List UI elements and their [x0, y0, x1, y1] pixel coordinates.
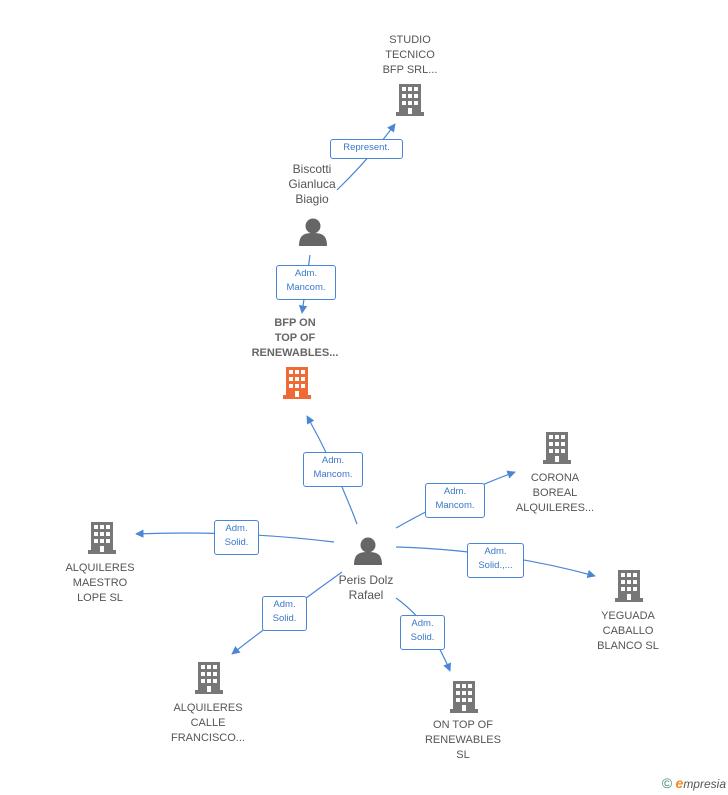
building-icon[interactable] [88, 522, 116, 554]
building-icon[interactable] [283, 367, 311, 399]
node-bfp-on-top[interactable]: BFP ON TOP OF RENEWABLES... [235, 316, 355, 361]
edge-label-adm-mancom[interactable]: Adm. Mancom. [425, 483, 485, 518]
edge-label-adm-mancom[interactable]: Adm. Mancom. [303, 452, 363, 487]
node-studio-tecnico[interactable]: STUDIO TECNICO BFP SRL... [361, 33, 459, 78]
building-icon[interactable] [543, 432, 571, 464]
node-label: CORONA BOREAL ALQUILERES... [515, 472, 595, 514]
building-icon[interactable] [450, 681, 478, 713]
node-peris-dolz[interactable]: Peris Dolz Rafael [316, 573, 416, 603]
node-label: Peris Dolz Rafael [338, 573, 394, 602]
building-icon[interactable] [396, 84, 424, 116]
edge-label-adm-solid[interactable]: Adm. Solid.,... [467, 543, 524, 578]
node-label: Biscotti Gianluca Biagio [288, 162, 336, 206]
node-label: ALQUILERES CALLE FRANCISCO... [171, 702, 245, 744]
person-icon[interactable] [354, 537, 382, 566]
building-icon[interactable] [615, 570, 643, 602]
node-alquileres-calle[interactable]: ALQUILERES CALLE FRANCISCO... [158, 701, 258, 746]
node-biscotti-gianluca[interactable]: Biscotti Gianluca Biagio [262, 162, 362, 207]
copyright-icon: © [661, 775, 673, 791]
edge-label-adm-solid[interactable]: Adm. Solid. [214, 520, 259, 555]
node-label: ALQUILERES MAESTRO LOPE SL [65, 562, 135, 604]
empresia-logo[interactable]: empresia [675, 775, 726, 791]
edge-label-adm-solid[interactable]: Adm. Solid. [262, 596, 307, 631]
edge-label-adm-mancom[interactable]: Adm. Mancom. [276, 265, 336, 300]
node-yeguada-caballo[interactable]: YEGUADA CABALLO BLANCO SL [578, 609, 678, 654]
node-alquileres-maestro[interactable]: ALQUILERES MAESTRO LOPE SL [50, 561, 150, 606]
node-label: YEGUADA CABALLO BLANCO SL [597, 610, 659, 652]
copyright-footer: © empresia [662, 775, 726, 791]
edge-label-adm-solid[interactable]: Adm. Solid. [400, 615, 445, 650]
building-icon[interactable] [195, 662, 223, 694]
node-corona-boreal[interactable]: CORONA BOREAL ALQUILERES... [500, 471, 610, 516]
node-on-top-renewables[interactable]: ON TOP OF RENEWABLES SL [412, 718, 514, 763]
node-label: ON TOP OF RENEWABLES SL [424, 719, 501, 761]
edge-label-represent[interactable]: Represent. [330, 139, 403, 159]
node-label: STUDIO TECNICO BFP SRL... [382, 34, 438, 76]
node-label: BFP ON TOP OF RENEWABLES... [251, 317, 339, 359]
person-icon[interactable] [299, 218, 327, 247]
